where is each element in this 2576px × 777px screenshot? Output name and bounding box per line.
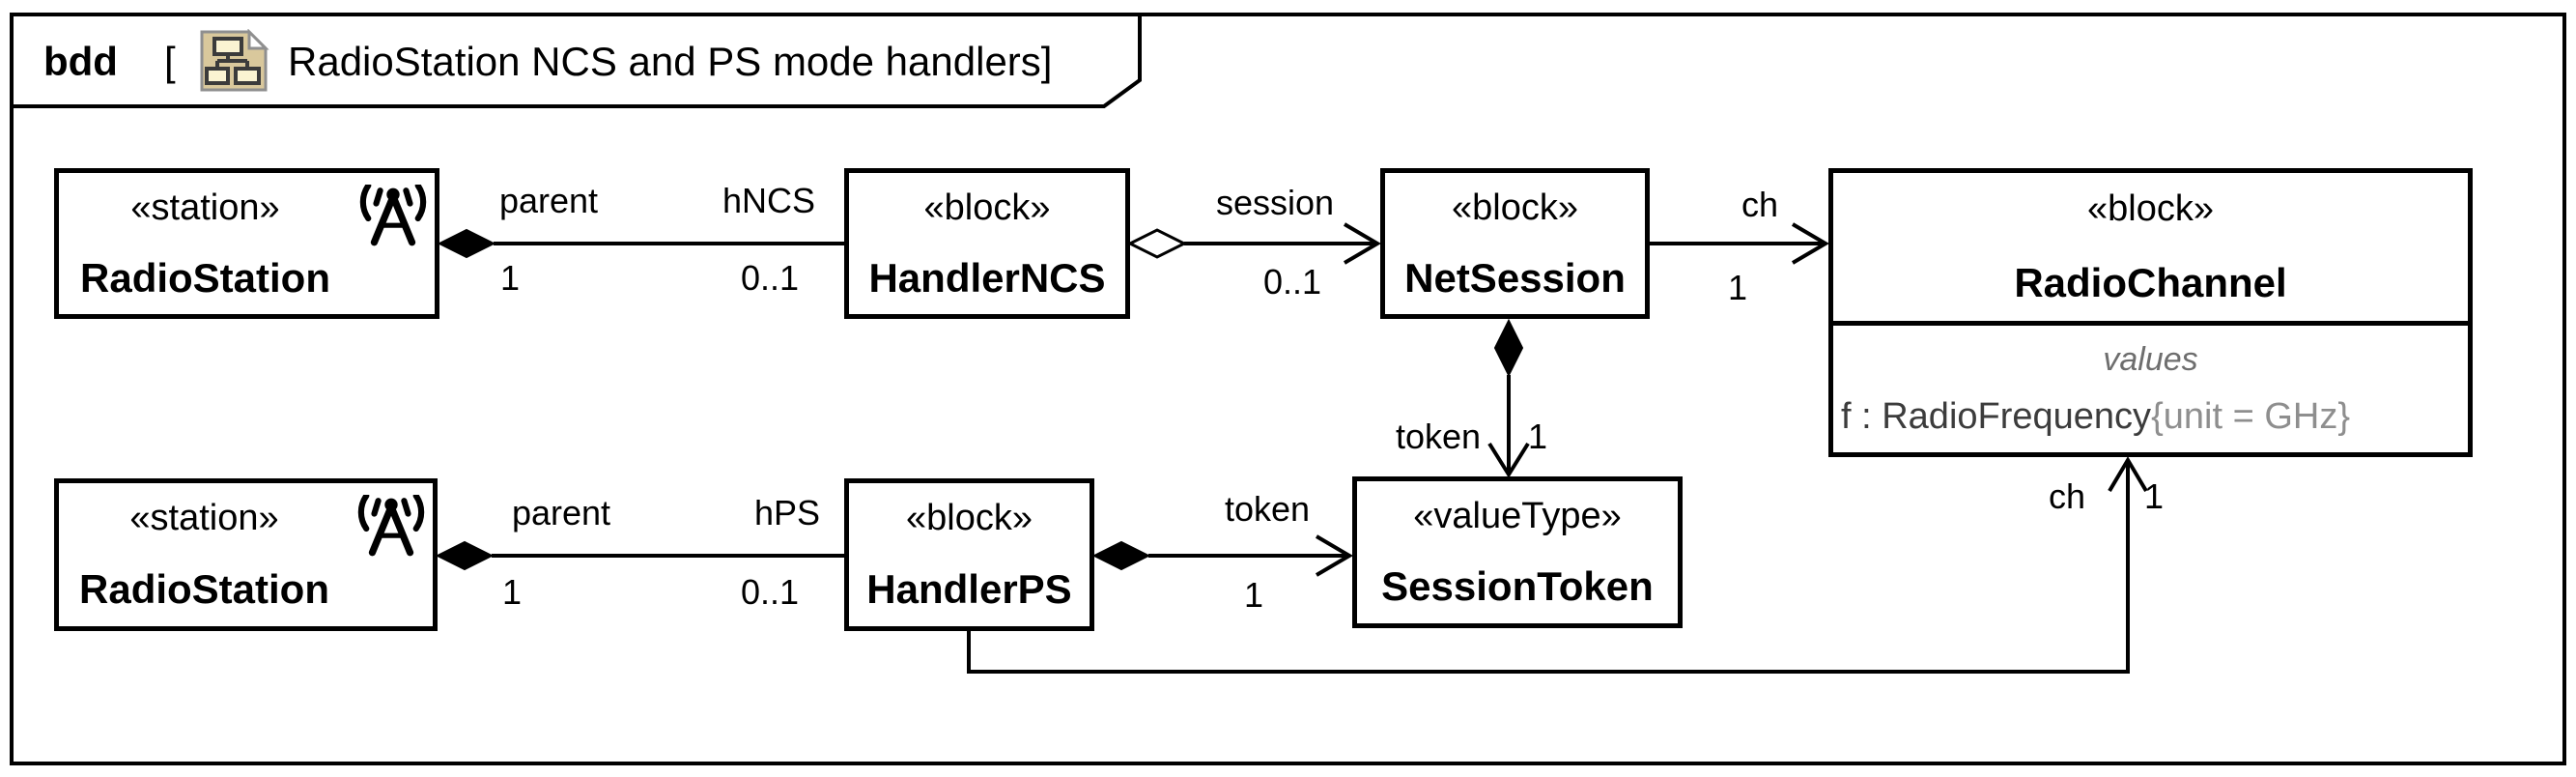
block-name: HandlerNCS bbox=[868, 254, 1106, 301]
composition-diamond bbox=[1091, 540, 1151, 571]
antenna-icon bbox=[357, 495, 425, 557]
block-stereotype: «block» bbox=[2087, 188, 2214, 230]
edge-line bbox=[967, 462, 2130, 674]
block-name: NetSession bbox=[1404, 254, 1626, 301]
value-property[interactable]: f : RadioFrequency{unit = GHz} bbox=[1833, 398, 2468, 435]
value-property-constraint: {unit = GHz} bbox=[2151, 396, 2351, 438]
block-radiochannel[interactable]: «block» RadioChannel values f : RadioFre… bbox=[1828, 168, 2473, 457]
multiplicity-label[interactable]: 1 bbox=[1727, 268, 1748, 307]
block-name: SessionToken bbox=[1381, 563, 1654, 610]
block-handlerps[interactable]: «block» HandlerPS bbox=[844, 478, 1094, 631]
edge-netsession-radiochannel[interactable] bbox=[1650, 222, 1829, 265]
edge-netsession-sessiontoken[interactable] bbox=[1487, 318, 1530, 478]
block-netsession[interactable]: «block» NetSession bbox=[1380, 168, 1650, 319]
multiplicity-label[interactable]: 1 bbox=[1243, 575, 1264, 615]
role-label-ch[interactable]: ch bbox=[1741, 185, 1779, 224]
value-property-name: f : RadioFrequency bbox=[1841, 396, 2152, 438]
block-sessiontoken[interactable]: «valueType» SessionToken bbox=[1352, 476, 1683, 628]
role-label-ch[interactable]: ch bbox=[2048, 476, 2086, 516]
block-stereotype: «valueType» bbox=[1413, 495, 1622, 536]
diagram-kind-label: bdd bbox=[43, 39, 118, 84]
diagram-frame bbox=[10, 13, 2566, 765]
open-arrowhead bbox=[1343, 222, 1381, 265]
edge-handlerps-sessiontoken[interactable] bbox=[1091, 534, 1353, 577]
block-handlerncs[interactable]: «block» HandlerNCS bbox=[844, 168, 1130, 319]
block-name: RadioChannel bbox=[2014, 259, 2287, 305]
role-label-token[interactable]: token bbox=[1224, 489, 1311, 529]
block-name: HandlerPS bbox=[866, 566, 1072, 612]
antenna-icon bbox=[359, 185, 427, 246]
multiplicity-label[interactable]: 1 bbox=[501, 572, 523, 612]
composition-diamond bbox=[435, 540, 495, 571]
title-open-bracket: [ bbox=[164, 39, 176, 84]
edge-radiostation-top-handlerncs[interactable] bbox=[437, 228, 844, 259]
open-arrowhead bbox=[1315, 534, 1353, 577]
multiplicity-label[interactable]: 1 bbox=[2143, 476, 2165, 516]
composition-diamond bbox=[437, 228, 496, 259]
role-label-parent[interactable]: parent bbox=[498, 181, 599, 220]
block-stereotype: «station» bbox=[129, 498, 279, 538]
multiplicity-label[interactable]: 0..1 bbox=[740, 572, 800, 612]
block-radiostation-top[interactable]: «station» RadioStation bbox=[54, 168, 439, 319]
role-label-session[interactable]: session bbox=[1215, 183, 1335, 222]
block-stereotype: «block» bbox=[923, 187, 1051, 228]
block-radiostation-bottom[interactable]: «station» RadioStation bbox=[54, 478, 438, 631]
multiplicity-label[interactable]: 1 bbox=[1527, 417, 1548, 456]
role-label-token[interactable]: token bbox=[1395, 417, 1482, 456]
edge-handlerncs-netsession[interactable] bbox=[1126, 222, 1381, 265]
open-arrowhead bbox=[1487, 442, 1530, 478]
block-stereotype: «block» bbox=[1452, 187, 1578, 228]
edge-handlerps-radiochannel[interactable] bbox=[967, 456, 2148, 674]
composition-diamond bbox=[1493, 318, 1524, 378]
bdd-diagram-icon bbox=[200, 29, 269, 92]
multiplicity-label[interactable]: 1 bbox=[499, 258, 521, 298]
block-stereotype: «block» bbox=[906, 498, 1033, 538]
role-label-hps[interactable]: hPS bbox=[753, 493, 821, 532]
values-compartment: values f : RadioFrequency{unit = GHz} bbox=[1833, 321, 2468, 452]
edge-radiostation-bottom-handlerps[interactable] bbox=[435, 540, 844, 571]
multiplicity-label[interactable]: 0..1 bbox=[1262, 262, 1322, 302]
diagram-title-tab bbox=[10, 13, 1142, 108]
block-name: RadioStation bbox=[80, 254, 330, 301]
role-label-hncs[interactable]: hNCS bbox=[722, 181, 816, 220]
diagram-title: RadioStation NCS and PS mode handlers] bbox=[288, 39, 1053, 84]
aggregation-diamond bbox=[1126, 228, 1188, 259]
block-stereotype: «station» bbox=[130, 187, 280, 228]
role-label-parent[interactable]: parent bbox=[511, 493, 611, 532]
open-arrowhead bbox=[1791, 222, 1829, 265]
block-name: RadioStation bbox=[79, 566, 329, 612]
values-compartment-label: values bbox=[2103, 340, 2198, 378]
open-arrowhead bbox=[2108, 456, 2148, 493]
multiplicity-label[interactable]: 0..1 bbox=[740, 258, 800, 298]
